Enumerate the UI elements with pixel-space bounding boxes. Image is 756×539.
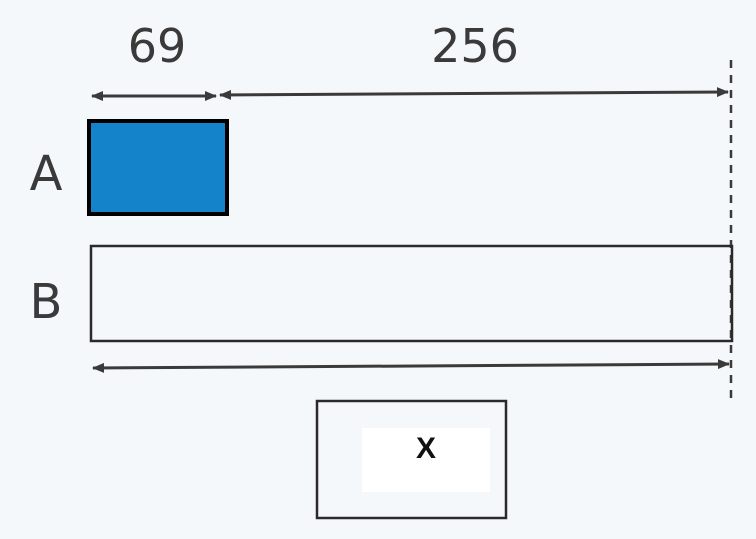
unknown-box bbox=[315, 399, 508, 520]
unknown-box-highlight bbox=[362, 428, 490, 492]
bar-a bbox=[87, 119, 229, 216]
measure-a-length: 69 bbox=[128, 19, 187, 73]
bar-b bbox=[89, 244, 734, 343]
measure-difference: 256 bbox=[431, 19, 519, 73]
arrow-b-length bbox=[92, 359, 730, 373]
arrow-difference bbox=[219, 87, 729, 100]
label-a: A bbox=[30, 146, 63, 202]
unknown-label: X bbox=[416, 432, 436, 465]
label-b: B bbox=[30, 274, 63, 330]
